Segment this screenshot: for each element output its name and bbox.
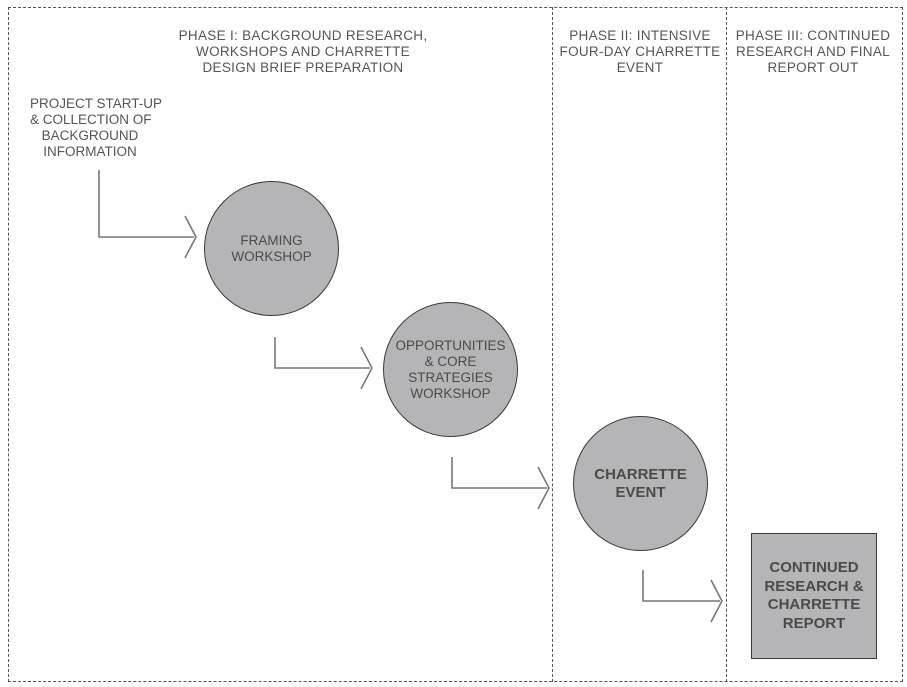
arrow-start-to-framing — [98, 170, 197, 259]
charrette-report-node: CONTINUED RESEARCH & CHARRETTE REPORT — [751, 533, 877, 659]
project-start-label: PROJECT START-UP & COLLECTION OF BACKGRO… — [30, 96, 163, 159]
phase-divider-1 — [552, 7, 553, 682]
phase-2-title: PHASE II: INTENSIVE FOUR-DAY CHARRETTE E… — [559, 28, 721, 75]
phase-divider-2 — [726, 7, 727, 682]
arrow-opportunities-to-charrette — [451, 457, 550, 510]
arrow-framing-to-opportunities — [274, 337, 373, 390]
opportunities-workshop-node: OPPORTUNITIES & CORE STRATEGIES WORKSHOP — [383, 302, 518, 437]
phase-1-title: PHASE I: BACKGROUND RESEARCH, WORKSHOPS … — [178, 28, 428, 75]
diagram-frame — [8, 7, 903, 682]
phase-3-title: PHASE III: CONTINUED RESEARCH AND FINAL … — [735, 28, 891, 75]
arrow-charrette-to-report — [642, 570, 723, 623]
framing-workshop-node: FRAMING WORKSHOP — [204, 181, 339, 316]
charrette-event-node: CHARRETTE EVENT — [573, 416, 708, 551]
